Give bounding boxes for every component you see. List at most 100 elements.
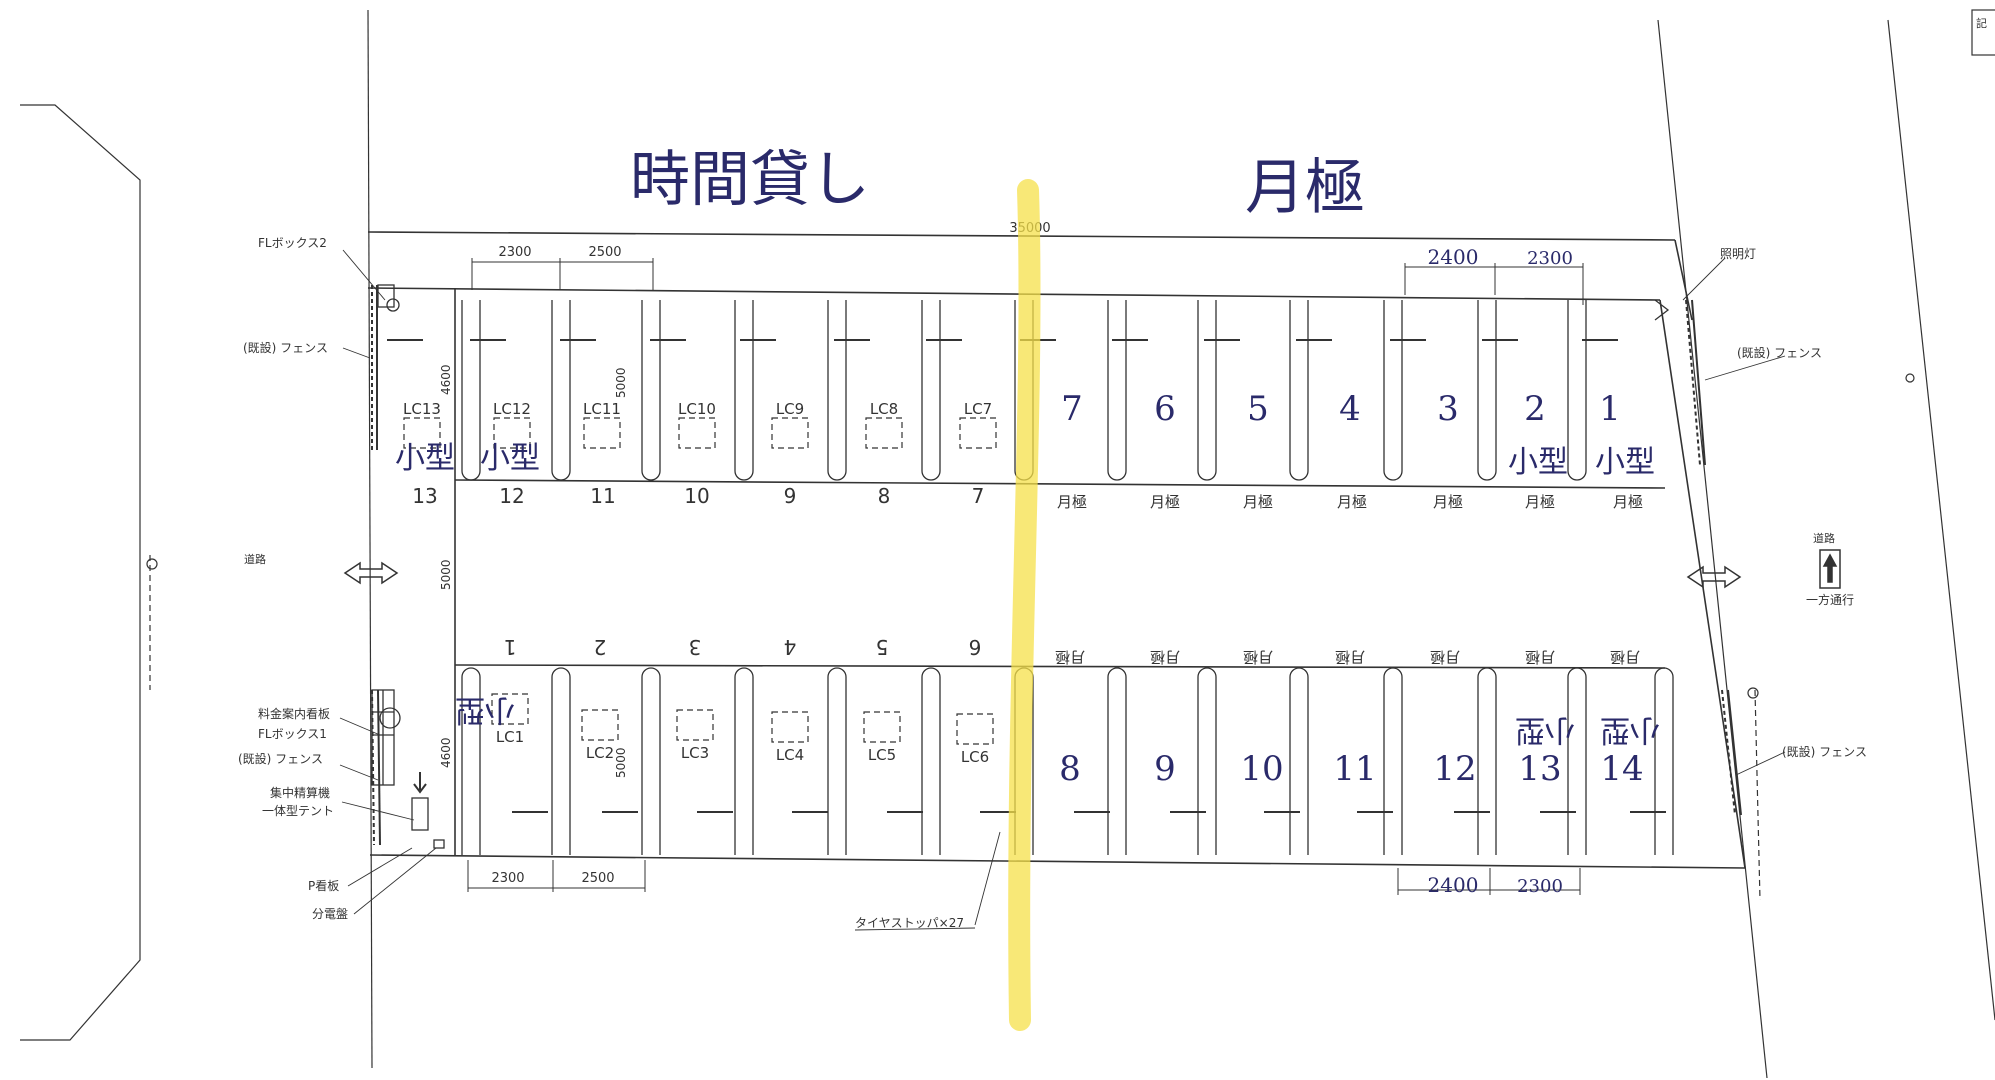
stall-divider-bottom-3 xyxy=(641,667,661,855)
label-tire-stopper: タイヤストッパ×27 xyxy=(855,916,964,930)
label-panel: 分電盤 xyxy=(312,907,348,921)
dim-depth-bottom-mid: 5000 xyxy=(614,747,628,778)
label-collector-1: 集中精算機 xyxy=(270,785,330,800)
dim-bottom-left-a: 2300 xyxy=(491,871,524,886)
monthly-label-bottom: 月極 xyxy=(1525,648,1555,666)
stall-number-monthly-top: 3 xyxy=(1437,389,1459,429)
lot-label-top: LC8 xyxy=(870,400,898,418)
small-car-mark-12: 小型 xyxy=(480,441,540,476)
dimension-lines xyxy=(467,258,1584,895)
stall-divider-top-1 xyxy=(461,300,481,481)
lot-sensor-box xyxy=(491,693,529,725)
label-fence-right-top: (既設) フェンス xyxy=(1737,345,1822,360)
stall-number-monthly-top: 6 xyxy=(1154,389,1176,429)
monthly-label-bottom: 月極 xyxy=(1335,648,1365,666)
stall-divider-top-2 xyxy=(551,300,571,481)
monthly-label-bottom: 月極 xyxy=(1243,648,1273,666)
pole-marker-right xyxy=(1747,687,1759,699)
label-fl-box2: FLボックス2 xyxy=(258,236,327,250)
stall-number-monthly-top: 2 xyxy=(1524,389,1546,429)
stall-number-bottom: 3 xyxy=(689,635,702,659)
dim-depth-bottom: 4600 xyxy=(439,737,453,768)
stall-number-monthly-bottom: 12 xyxy=(1433,749,1476,789)
monthly-label-top: 月極 xyxy=(1150,493,1180,511)
pole-marker-far-right xyxy=(1905,373,1915,383)
small-car-mark-lc1: 小型 xyxy=(455,692,515,727)
stall-number-monthly-bottom: 9 xyxy=(1154,749,1176,789)
stall-number-top: 13 xyxy=(412,484,437,508)
stall-number-monthly-top: 4 xyxy=(1339,389,1361,429)
stall-divider-top-12 xyxy=(1477,300,1497,481)
lot-label-bottom: LC3 xyxy=(681,744,709,762)
lot-sensor-box xyxy=(865,417,903,449)
lot-sensor-box xyxy=(676,709,714,741)
site-outline-lines xyxy=(20,9,1995,1079)
stall-number-bottom: 5 xyxy=(876,635,889,659)
label-collector-2: 一体型テント xyxy=(262,804,334,818)
stall-divider-top-5 xyxy=(827,300,847,481)
monthly-label-top: 月極 xyxy=(1337,493,1367,511)
stall-number-top: 11 xyxy=(590,484,615,508)
lot-label-top: LC9 xyxy=(776,400,804,418)
lot-label-bottom: LC6 xyxy=(961,748,989,766)
stall-number-bottom: 1 xyxy=(504,635,517,659)
lot-label-top: LC12 xyxy=(493,400,531,418)
stall-number-monthly-bottom: 13 xyxy=(1518,749,1561,789)
lot-label-top: LC7 xyxy=(964,400,992,418)
stall-divider-top-9 xyxy=(1197,300,1217,481)
stall-divider-bottom-2 xyxy=(551,667,571,855)
leader-lines xyxy=(339,249,1786,926)
stall-number-top: 12 xyxy=(499,484,524,508)
stall-divider-bottom-12 xyxy=(1477,667,1497,855)
label-road-right: 道路 xyxy=(1813,531,1835,545)
lot-boundary xyxy=(367,231,1746,869)
stall-number-top: 10 xyxy=(684,484,709,508)
lot-label-bottom: LC2 xyxy=(586,744,614,762)
lot-sensor-box xyxy=(581,709,619,741)
lot-sensor-box xyxy=(771,711,809,743)
lot-sensor-box xyxy=(493,417,531,449)
stall-number-monthly-top: 7 xyxy=(1061,389,1083,429)
left-equipment xyxy=(371,284,1670,849)
lot-sensor-box xyxy=(403,417,441,449)
stall-divider-top-6 xyxy=(921,300,941,481)
lot-sensor-box xyxy=(771,417,809,449)
small-car-mark-13b: 小型 xyxy=(1515,712,1575,747)
stall-divider-bottom-14 xyxy=(1654,667,1674,855)
monthly-label-top: 月極 xyxy=(1525,493,1555,511)
stall-number-monthly-top: 1 xyxy=(1599,389,1621,429)
stall-divider-top-10 xyxy=(1289,300,1309,481)
stall-divider-bottom-13 xyxy=(1567,667,1587,855)
lot-sensor-box xyxy=(678,417,716,449)
two-way-arrow-right xyxy=(1686,565,1742,589)
dim-aisle: 5000 xyxy=(439,559,453,590)
stall-divider-top-13 xyxy=(1567,300,1587,481)
stall-number-monthly-bottom: 8 xyxy=(1059,749,1081,789)
small-car-mark-2: 小型 xyxy=(1508,445,1568,480)
stall-divider-bottom-10 xyxy=(1289,667,1309,855)
stall-number-monthly-bottom: 14 xyxy=(1600,749,1643,789)
dim-top-right-a: 2400 xyxy=(1428,245,1479,269)
dim-bottom-left-b: 2500 xyxy=(581,871,614,886)
hourly-monthly-divider-highlight xyxy=(1008,179,1041,1031)
label-fee-sign: 料金案内看板 xyxy=(258,706,330,721)
monthly-label-top: 月極 xyxy=(1057,493,1087,511)
lot-sensor-box xyxy=(583,417,621,449)
label-one-way: 一方通行 xyxy=(1806,592,1854,607)
tire-stopper-underline xyxy=(854,927,976,931)
label-road-left: 道路 xyxy=(244,552,266,566)
small-car-mark-1: 小型 xyxy=(1595,445,1655,480)
stall-divider-top-4 xyxy=(734,300,754,481)
stall-number-top: 8 xyxy=(878,484,891,508)
corner-note: 記 xyxy=(1976,16,1987,30)
stall-number-top: 9 xyxy=(784,484,797,508)
stall-divider-bottom-1 xyxy=(461,667,481,855)
dim-top-left-a: 2300 xyxy=(498,245,531,260)
label-p-sign: P看板 xyxy=(308,879,339,893)
lot-label-bottom: LC1 xyxy=(496,728,524,746)
dim-depth-top-mid: 5000 xyxy=(614,367,628,398)
stall-number-bottom: 6 xyxy=(969,635,982,659)
lot-label-top: LC10 xyxy=(678,400,716,418)
dim-bottom-right-b: 2300 xyxy=(1517,876,1563,897)
